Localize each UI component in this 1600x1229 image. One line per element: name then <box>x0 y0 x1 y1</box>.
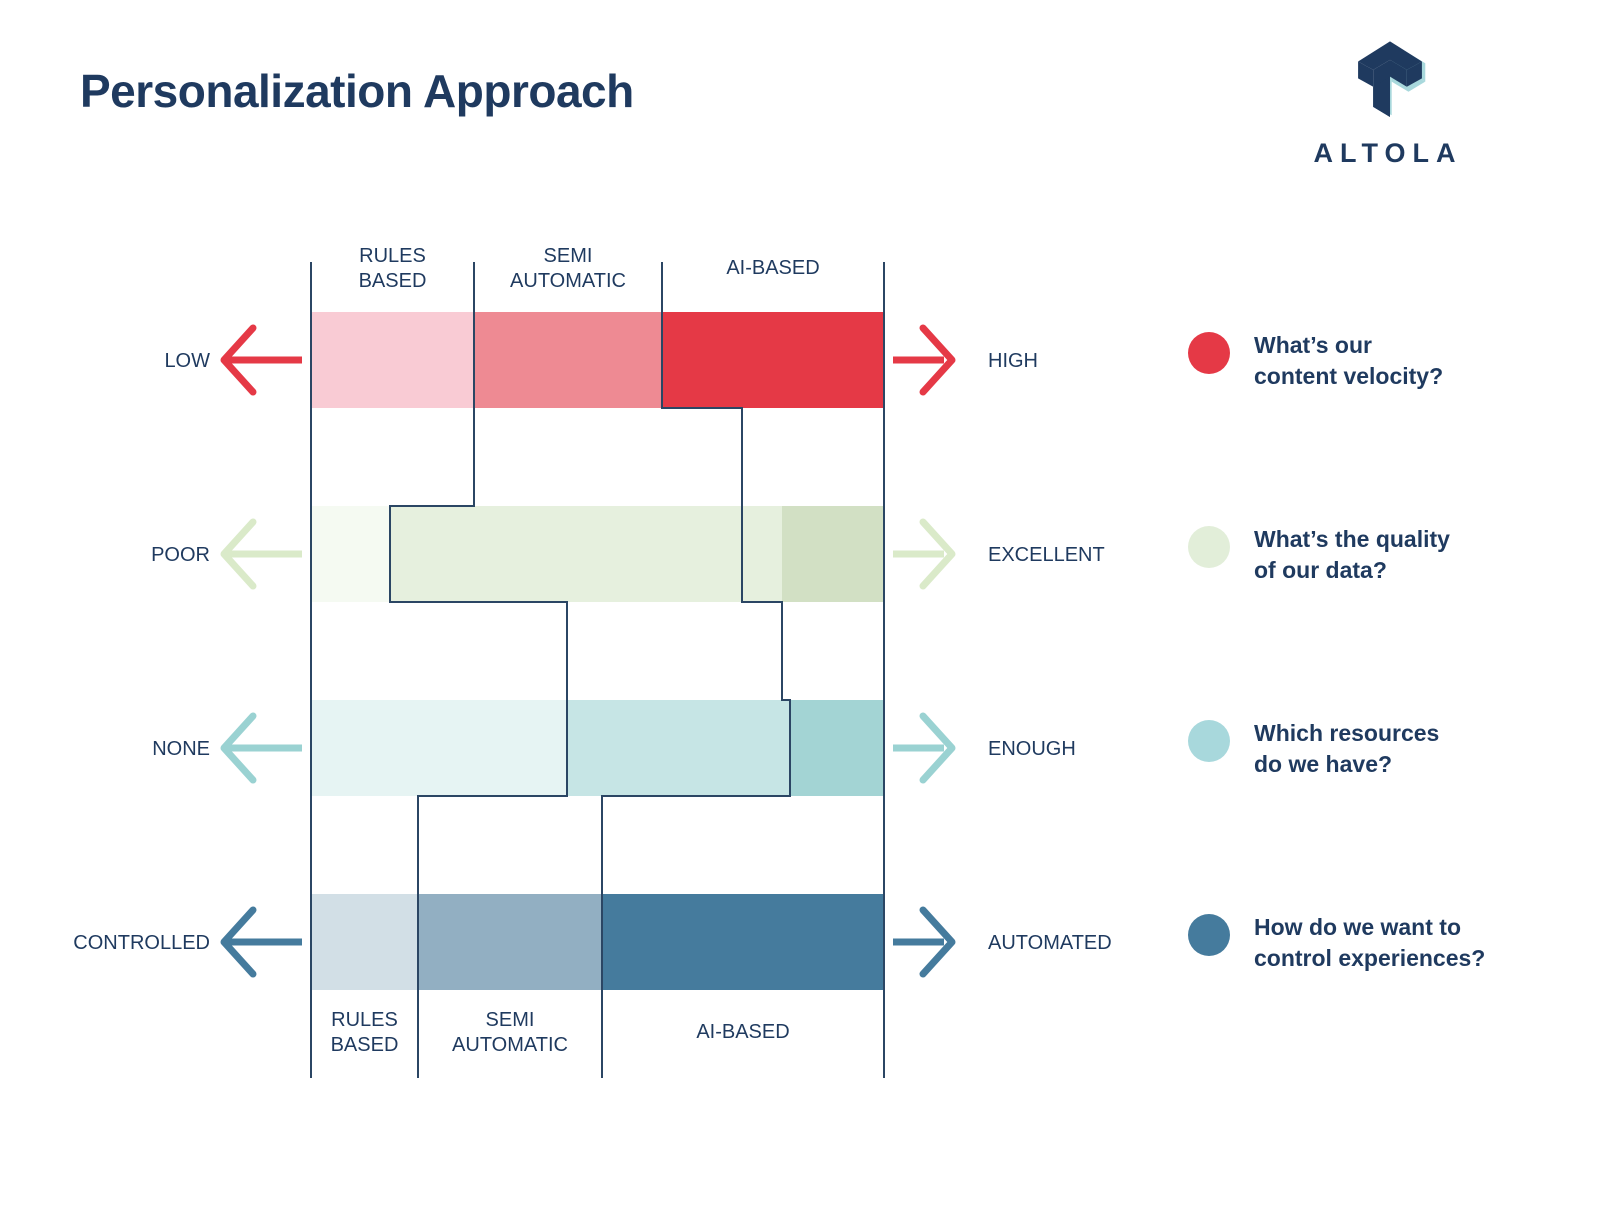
row-1-seg-2 <box>782 506 884 602</box>
column-header-bottom-0: RULES BASED <box>330 1009 399 1056</box>
row-2-right-arrow <box>893 712 956 784</box>
altola-logo: ALTOLA <box>1288 38 1488 178</box>
row-1-seg-0 <box>311 506 390 602</box>
divider-path-b <box>601 262 791 1078</box>
row-3-seg-2 <box>602 894 884 990</box>
column-header-top-1: SEMI AUTOMATIC <box>510 245 626 292</box>
legend-item-1[interactable]: What’s the quality of our data? <box>1188 524 1450 586</box>
legend-label-3: How do we want to control experiences? <box>1254 914 1486 971</box>
legend-item-2[interactable]: Which resources do we have? <box>1188 718 1439 780</box>
legend-label-1: What’s the quality of our data? <box>1254 526 1450 583</box>
altola-arrow-mark-icon <box>1348 38 1432 122</box>
row-1-right-arrow <box>893 518 956 590</box>
row-1-seg-1 <box>390 506 782 602</box>
row-3-left-arrow <box>220 906 302 978</box>
row-0-right-label: HIGH <box>988 350 1038 372</box>
row-2-right-label: ENOUGH <box>988 738 1076 760</box>
row-1-left-arrow <box>220 518 302 590</box>
legend-swatch-icon-3 <box>1188 914 1230 956</box>
row-3-seg-1 <box>418 894 602 990</box>
row-2-seg-1 <box>567 700 790 796</box>
row-0-left-label: LOW <box>164 350 210 372</box>
altola-wordmark: ALTOLA <box>1313 138 1463 168</box>
row-1-right-label: EXCELLENT <box>988 544 1105 566</box>
row-2-left-arrow <box>220 712 302 784</box>
row-0-left-arrow <box>220 324 302 396</box>
divider-path-a <box>389 262 568 1078</box>
legend-label-2: Which resources do we have? <box>1254 720 1440 777</box>
row-0-right-arrow <box>893 324 956 396</box>
column-header-top-0: RULES BASED <box>358 245 427 292</box>
legend-item-3[interactable]: How do we want to control experiences? <box>1188 912 1485 974</box>
row-2-seg-0 <box>311 700 567 796</box>
row-3-right-arrow <box>893 906 956 978</box>
legend-swatch-icon-1 <box>1188 526 1230 568</box>
row-0-seg-2 <box>662 312 884 408</box>
row-3-left-label: CONTROLLED <box>73 932 210 954</box>
row-0-seg-1 <box>474 312 662 408</box>
row-2-left-label: NONE <box>152 738 210 760</box>
legend-swatch-icon-0 <box>1188 332 1230 374</box>
personalization-matrix: RULES BASED SEMI AUTOMATIC AI-BASED RULE… <box>73 245 1112 1078</box>
row-2-seg-2 <box>790 700 884 796</box>
matrix-svg <box>220 262 956 1078</box>
page-title: Personalization Approach <box>80 65 634 117</box>
legend-label-0: What’s our content velocity? <box>1254 332 1444 389</box>
row-3-seg-0 <box>311 894 418 990</box>
row-1-left-label: POOR <box>151 544 210 566</box>
column-header-bottom-1: SEMI AUTOMATIC <box>452 1009 568 1056</box>
column-header-bottom-2: AI-BASED <box>696 1021 790 1043</box>
legend-swatch-icon-2 <box>1188 720 1230 762</box>
column-header-top-2: AI-BASED <box>726 257 820 279</box>
row-0-seg-0 <box>311 312 474 408</box>
legend-item-0[interactable]: What’s our content velocity? <box>1188 330 1443 392</box>
row-3-right-label: AUTOMATED <box>988 932 1112 954</box>
